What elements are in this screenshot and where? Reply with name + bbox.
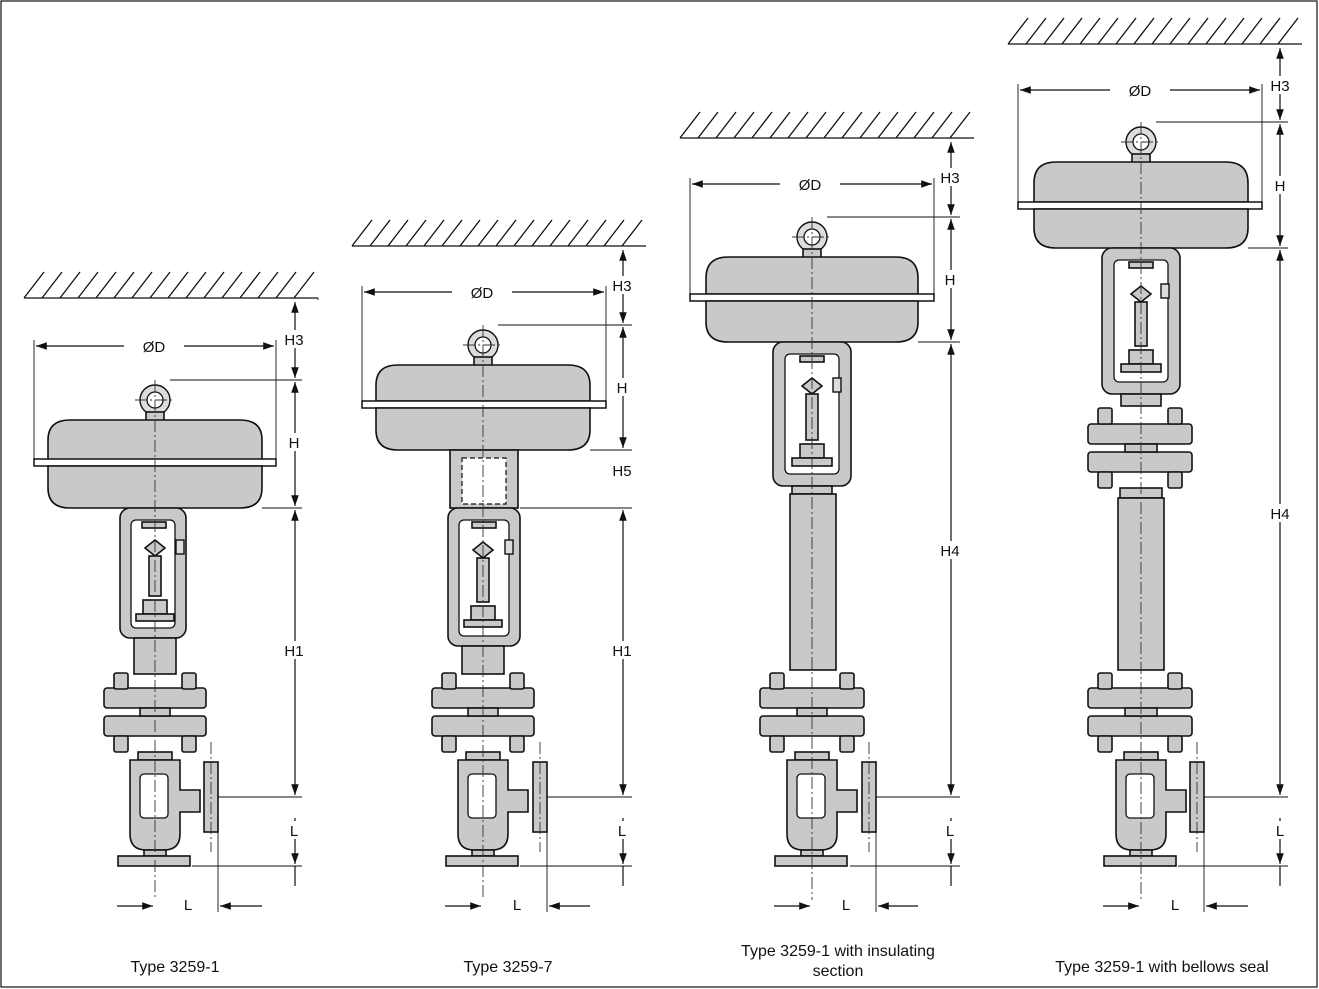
dim-label-l-vertical: L: [618, 823, 626, 840]
variant-insulating-section: ØD H3 H H4 L L Type 3259-1 with insulati…: [679, 111, 974, 980]
dim-label-l-vertical: L: [290, 823, 298, 840]
dim-label-h3: H3: [940, 170, 959, 187]
valve-body: [1103, 759, 1205, 867]
caption-insulating-line1: Type 3259-1 with insulating: [741, 943, 935, 960]
dim-label-h5: H5: [612, 463, 631, 480]
bellows-flanges-upper: [1087, 393, 1193, 489]
caption-bellows-seal: Type 3259-1 with bellows seal: [1055, 959, 1268, 976]
valve-body: [117, 759, 219, 867]
dim-label-h: H: [945, 272, 956, 289]
valve-body: [774, 759, 877, 867]
variant-type-3259-7: ØD H3 H H5 H1 L L Type 3259-7: [351, 219, 646, 976]
dim-label-l-horizontal: L: [513, 897, 521, 914]
dim-label-l-horizontal: L: [184, 897, 192, 914]
dim-label-h4: H4: [1270, 506, 1289, 523]
insulating-section: [789, 485, 837, 671]
ceiling-hatch: [351, 219, 646, 247]
dim-label-h3: H3: [284, 332, 303, 349]
actuator: [1017, 126, 1263, 249]
ceiling-hatch: [1007, 17, 1302, 45]
dim-label-l-horizontal: L: [842, 897, 850, 914]
dim-label-h3: H3: [612, 278, 631, 295]
dim-label-diameter: ØD: [1129, 83, 1152, 100]
dim-label-h3: H3: [1270, 78, 1289, 95]
variant-type-3259-1: ØD H3 H H1 L L Type 3259-1: [23, 271, 319, 976]
coupling-piece: [449, 449, 519, 509]
dim-label-h1: H1: [284, 643, 303, 660]
ceiling-hatch: [23, 271, 318, 299]
caption-type-3259-1: Type 3259-1: [131, 959, 220, 976]
caption-type-3259-7: Type 3259-7: [464, 959, 553, 976]
yoke: [447, 507, 521, 647]
dim-label-l-vertical: L: [1276, 823, 1284, 840]
dim-label-h: H: [1275, 178, 1286, 195]
yoke: [119, 507, 187, 639]
dim-label-diameter: ØD: [471, 285, 494, 302]
dim-label-h: H: [289, 435, 300, 452]
dim-label-h4: H4: [940, 543, 959, 560]
ceiling-hatch: [679, 111, 974, 139]
valve-body: [445, 759, 548, 867]
bonnet-flanges: [431, 645, 535, 761]
caption-insulating-line2: section: [813, 963, 864, 980]
dim-label-h: H: [617, 380, 628, 397]
dim-label-diameter: ØD: [799, 177, 822, 194]
dim-label-diameter: ØD: [143, 339, 166, 356]
variant-bellows-seal: ØD H3 H H4 L L Type 3259-1 with bellows …: [1007, 17, 1302, 976]
dim-label-h1: H1: [612, 643, 631, 660]
dim-label-l-vertical: L: [946, 823, 954, 840]
actuator: [361, 329, 607, 451]
bonnet-flanges: [1087, 672, 1193, 761]
dim-label-l-horizontal: L: [1171, 897, 1179, 914]
